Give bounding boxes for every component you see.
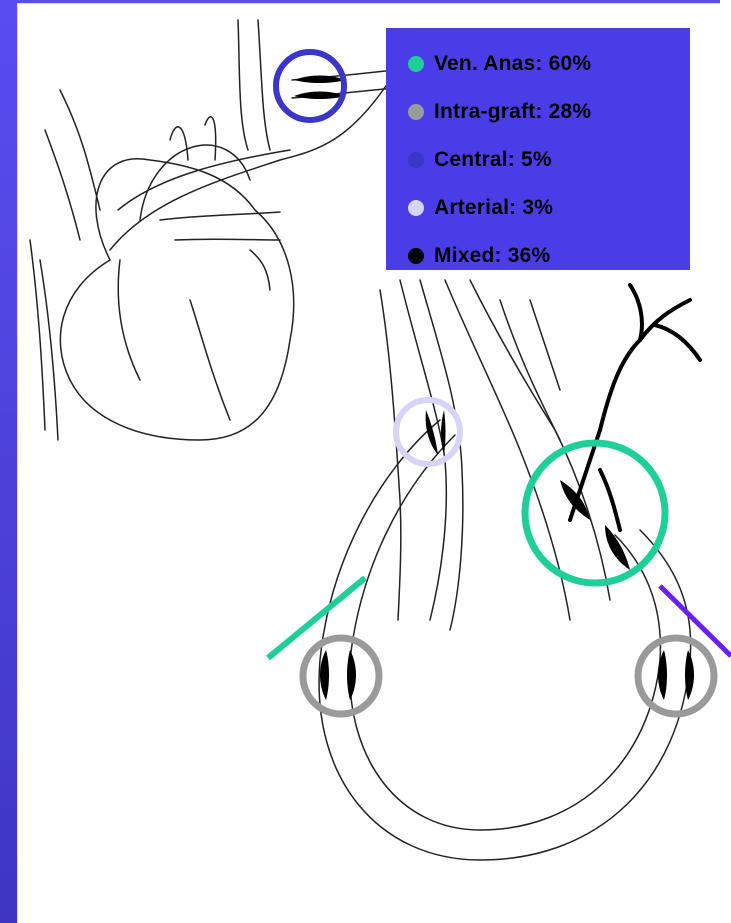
stenosis-mark (347, 650, 356, 700)
vessel-line (30, 240, 45, 430)
legend-dot-icon (408, 200, 424, 216)
graft-loop-outer (319, 420, 691, 860)
aorta-outline (205, 117, 216, 160)
legend-dot-icon (408, 56, 424, 72)
stenosis-mark (320, 650, 329, 700)
legend-label: Central: 5% (434, 148, 552, 172)
legend-label: Ven. Anas: 60% (434, 52, 591, 76)
heart-outline (118, 260, 140, 380)
legend-label: Intra-graft: 28% (434, 100, 591, 124)
legend-item-central: Central: 5% (408, 136, 690, 184)
graft-loop-inner (350, 435, 661, 830)
vein-branch (600, 470, 620, 530)
stenosis-mark (658, 650, 667, 700)
stenosis-mark (685, 650, 694, 700)
vessel-line (258, 20, 270, 150)
legend-item-mixed: Mixed: 36% (408, 232, 690, 280)
stenosis-mark (560, 480, 590, 520)
legend-dot-icon (408, 248, 424, 264)
intra-graft-circle-right (638, 638, 714, 714)
venous-anastomosis-circle (525, 443, 665, 583)
legend-box: Ven. Anas: 60% Intra-graft: 28% Central:… (386, 28, 690, 270)
legend-label: Mixed: 36% (434, 244, 550, 268)
legend-item-venous-anastomosis: Ven. Anas: 60% (408, 40, 690, 88)
legend-label: Arterial: 3% (434, 196, 553, 220)
vessel-line (45, 130, 80, 240)
vessel-line (380, 290, 401, 620)
legend-item-arterial: Arterial: 3% (408, 184, 690, 232)
legend-item-intra-graft: Intra-graft: 28% (408, 88, 690, 136)
heart-outline (250, 250, 270, 290)
vessel-line (500, 300, 560, 440)
aorta-outline (140, 145, 250, 220)
heart-outline (175, 239, 280, 240)
vessel-line (400, 280, 446, 620)
vessel-line (238, 20, 248, 150)
vein-branch (630, 285, 642, 340)
central-stenosis-circle (276, 52, 344, 120)
aorta-outline (170, 127, 188, 160)
vessel-line (420, 280, 463, 630)
legend-dot-icon (408, 104, 424, 120)
legend-dot-icon (408, 152, 424, 168)
heart-outline (190, 300, 230, 420)
vein-branch (600, 300, 690, 430)
vessel-line (530, 300, 560, 390)
vein-branch (655, 325, 700, 360)
heart-outline (60, 159, 293, 440)
vessel-line (110, 80, 390, 250)
vessel-line (40, 260, 58, 440)
intra-graft-circle-left (303, 638, 379, 714)
